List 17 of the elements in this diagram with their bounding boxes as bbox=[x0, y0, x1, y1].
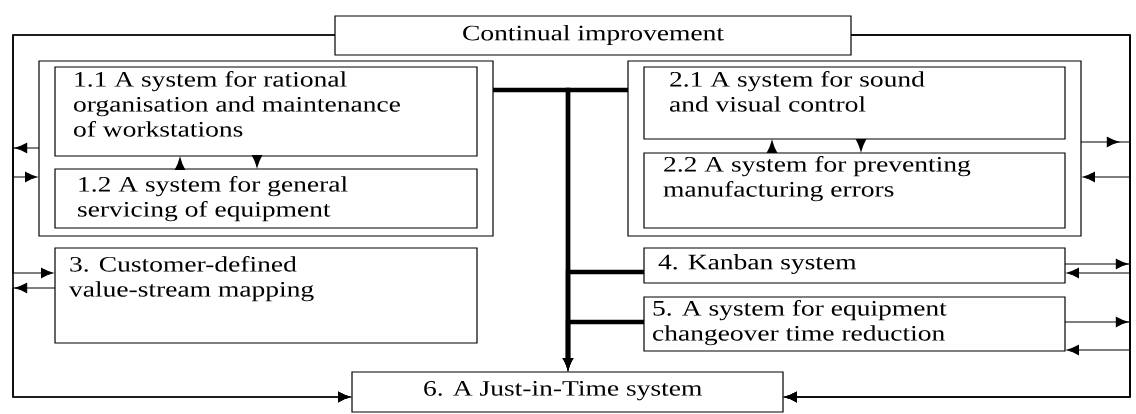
process-box: 2.2 A system for preventing manufacturing errors bbox=[643, 152, 1066, 229]
process-box: 3. Customer-defined value-stream mapping bbox=[54, 247, 478, 344]
arrow bbox=[12, 34, 351, 403]
process-box: 5. A system for equipment changeover time reduction bbox=[643, 296, 1066, 352]
arrow bbox=[174, 157, 186, 170]
arrow bbox=[766, 140, 778, 154]
arrow bbox=[856, 138, 867, 152]
process-box: 1.1 A system for rational organisation and maintenance of workstations bbox=[54, 66, 478, 157]
arrow bbox=[784, 34, 1131, 403]
group-box bbox=[627, 60, 1082, 237]
process-box: Continual improvement bbox=[334, 15, 852, 56]
group-box bbox=[38, 60, 494, 237]
process-box: 1.2 A system for general servicing of equipment bbox=[54, 168, 478, 229]
process-box: 4. Kanban system bbox=[643, 247, 1066, 284]
process-box: 2.1 A system for sound and visual control bbox=[643, 66, 1066, 140]
process-box: 6. A Just-in-Time system bbox=[351, 371, 784, 413]
arrow bbox=[252, 155, 263, 168]
